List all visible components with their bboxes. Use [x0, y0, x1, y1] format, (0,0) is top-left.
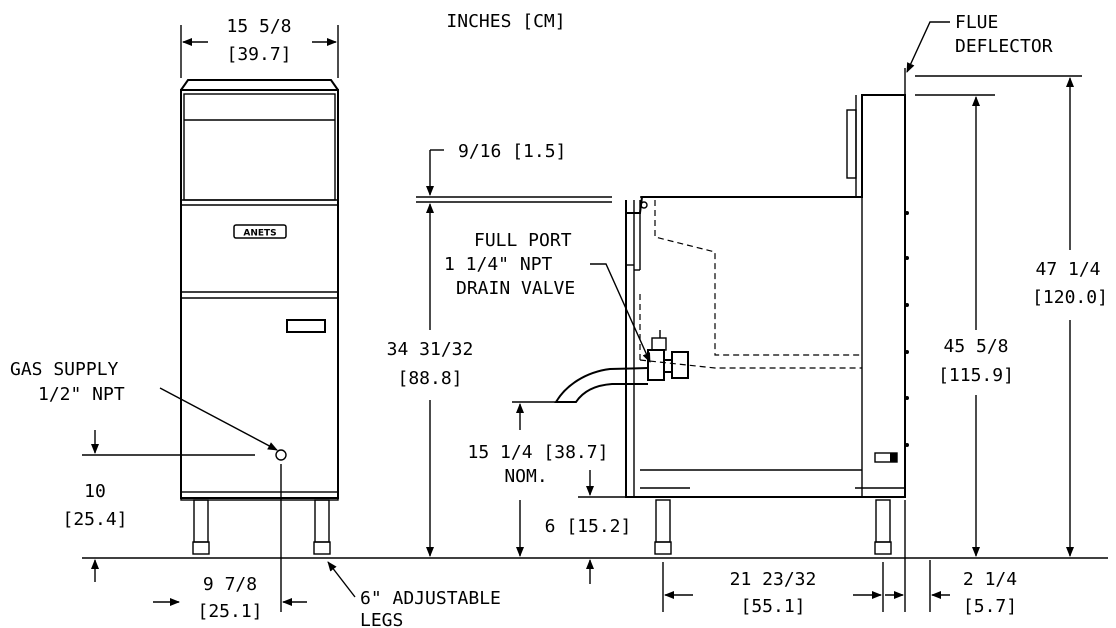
work-height-in-label: 34 31/32	[387, 339, 474, 360]
front-view: ANETS	[180, 79, 339, 555]
depth-in-label: 21 23/32	[730, 569, 817, 590]
flue-depth-cm-label: [5.7]	[963, 596, 1017, 617]
front-leg-right	[314, 499, 330, 543]
gas-height-cm-label: [25.4]	[62, 509, 127, 530]
side-leg-front	[655, 499, 671, 543]
flue-label-2: DEFLECTOR	[955, 36, 1053, 57]
drain-valve	[647, 349, 665, 381]
gas-height-in-label: 10	[84, 481, 106, 502]
side-leg-rear	[875, 499, 891, 543]
leg-height-label: 6 [15.2]	[545, 516, 632, 537]
cabinet-height-in-label: 45 5/8	[943, 336, 1008, 357]
overall-height-cm-label: [120.0]	[1032, 287, 1108, 308]
flue-depth-in-label: 2 1/4	[963, 569, 1017, 590]
brand-badge-text: ANETS	[243, 229, 276, 239]
side-view	[554, 68, 909, 555]
gas-supply-label-2: 1/2" NPT	[38, 384, 125, 405]
gas-supply-label-1: GAS SUPPLY	[10, 359, 119, 380]
flue-label-1: FLUE	[955, 12, 998, 33]
width-cm-label: [39.7]	[226, 44, 291, 65]
gas-supply-connection	[275, 449, 287, 461]
overall-height-in-label: 47 1/4	[1035, 259, 1100, 280]
units-label: INCHES [CM]	[446, 11, 565, 32]
front-leg-left	[193, 499, 209, 543]
brand-badge	[233, 224, 287, 239]
legs-label-2: LEGS	[360, 610, 403, 628]
drain-label-3: DRAIN VALVE	[456, 278, 575, 299]
cabinet-height-cm-label: [115.9]	[938, 365, 1014, 386]
drain-label-2: 1 1/4" NPT	[444, 254, 553, 275]
front-body-outline	[180, 89, 339, 499]
width-in-label: 15 5/8	[226, 16, 291, 37]
gas-offset-in-label: 9 7/8	[203, 574, 257, 595]
legs-label-1: 6" ADJUSTABLE	[360, 588, 501, 609]
drain-height-label: 15 1/4 [38.7]	[468, 442, 609, 463]
work-height-cm-label: [88.8]	[397, 368, 462, 389]
door-handle	[286, 319, 326, 333]
gas-offset-cm-label: [25.1]	[197, 601, 262, 622]
top-offset-label: 9/16 [1.5]	[458, 141, 566, 162]
drain-nom-label: NOM.	[504, 466, 547, 487]
depth-cm-label: [55.1]	[740, 596, 805, 617]
drain-label-1: FULL PORT	[474, 230, 572, 251]
